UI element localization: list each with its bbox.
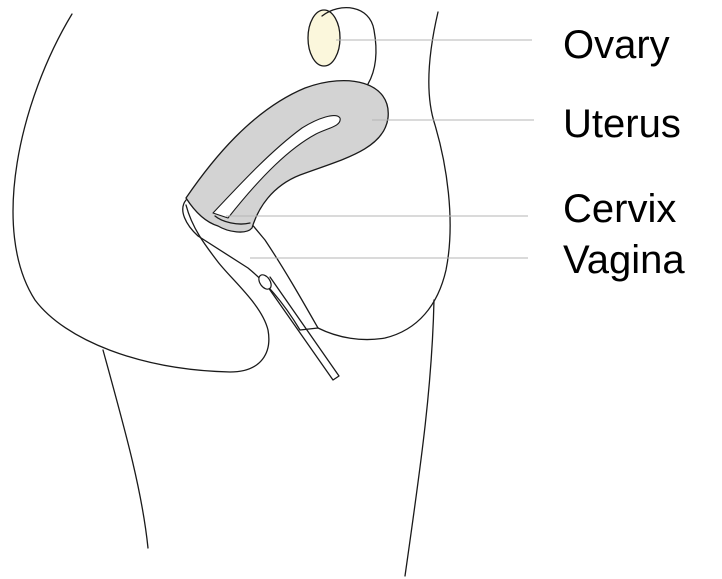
- cervix-label: Cervix: [563, 187, 676, 231]
- ovary-shape: [308, 10, 340, 66]
- abdomen-outline: [318, 12, 450, 340]
- ovary-label: Ovary: [563, 23, 670, 67]
- vagina-label: Vagina: [563, 238, 685, 282]
- uterus-label: Uterus: [563, 102, 681, 146]
- leg-front-outline: [405, 300, 434, 576]
- swab-stick: [263, 277, 339, 380]
- leg-back-outline: [103, 350, 148, 548]
- swab-tip: [256, 273, 273, 292]
